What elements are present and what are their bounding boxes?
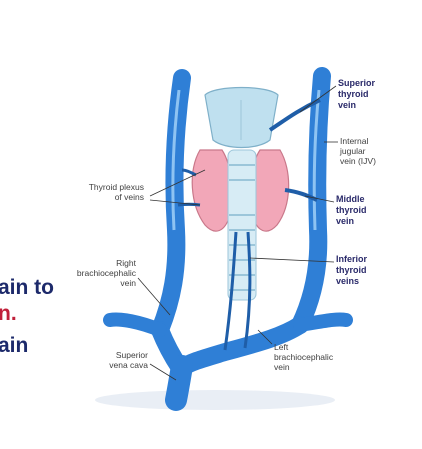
background-text-line-2: n.: [0, 302, 17, 325]
label-middle-thyroid-vein: Middle thyroid vein: [336, 194, 367, 226]
label-left-brachiocephalic-vein: Left brachiocephalic vein: [274, 342, 334, 372]
inferior-thyroid-vein-vessel: [243, 231, 252, 349]
superior-thyroid-vein-vessel: [268, 98, 321, 132]
background-text-line-3: ain: [0, 334, 29, 357]
vein-highlight: [171, 89, 181, 231]
leader-lines: [137, 85, 338, 381]
label-right-brachiocephalic-vein: Right brachiocephalic vein: [76, 258, 136, 288]
thyroid-right-lobe: [191, 149, 233, 232]
left-subclavian-stub: [293, 312, 353, 332]
plexus-vein: [181, 168, 197, 177]
vein-highlight: [312, 89, 321, 231]
drop-shadow: [95, 390, 335, 410]
label-thyroid-plexus: Thyroid plexus of veins: [88, 182, 144, 202]
middle-thyroid-vein-vessel: [284, 188, 318, 202]
label-superior-vena-cava: Superior vena cava: [109, 350, 148, 370]
label-superior-thyroid-vein: Superior thyroid vein: [338, 78, 376, 110]
label-internal-jugular-vein: Internal jugular vein (IJV): [340, 136, 376, 166]
label-inferior-thyroid-veins: Inferior thyroid veins: [336, 254, 368, 286]
background-text-line-1: ain to: [0, 276, 54, 299]
left-internal-jugular-vein: [291, 67, 331, 334]
superior-vena-cava-vessel: [165, 355, 193, 411]
inferior-thyroid-vein-vessel: [223, 231, 238, 351]
right-subclavian-stub: [103, 312, 167, 337]
